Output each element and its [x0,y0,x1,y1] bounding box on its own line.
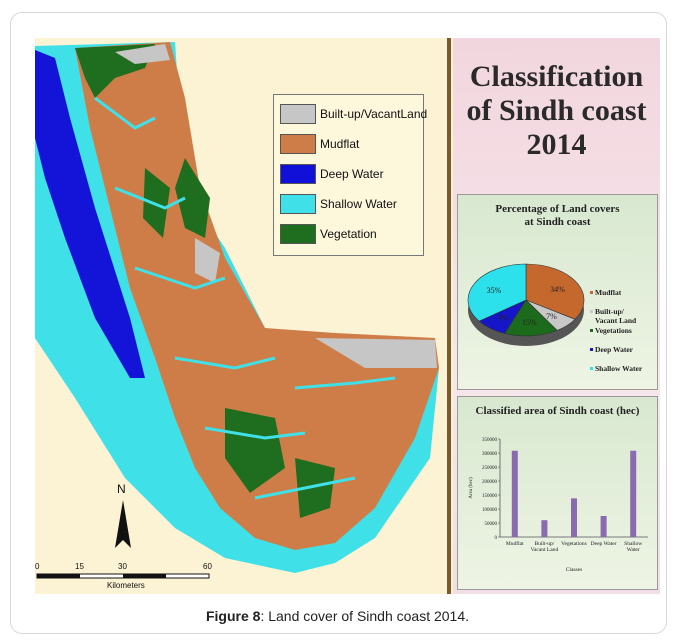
figure-title: Classification of Sindh coast 2014 [453,42,660,192]
vegetation-patch [175,158,210,238]
creek-lines [94,96,396,500]
scale-tick-0: 0 [35,562,40,571]
bar [600,516,607,537]
title-line: of Sindh coast [466,94,647,127]
pie-slice [467,263,527,322]
y-tick-label: 250000 [482,466,498,471]
y-tick-label: 350000 [482,438,498,443]
scale-tick-15: 15 [75,562,84,571]
x-axis-label: Classes [566,567,583,573]
bar-chart: 0 50000 100000 150000 200000 250000 300000 3500… [469,438,648,573]
legend-swatch [280,134,316,154]
map-legend: Built-up/VacantLand Mudflat Deep Water S… [273,94,427,256]
figure-caption: Figure 8: Land cover of Sindh coast 2014… [0,608,675,624]
pie-slice-label: 9% [499,314,510,323]
land-cover-map [35,42,439,579]
legend-swatch [280,164,316,184]
legend-label: Shallow Water [320,197,397,211]
pie-legend-swatch [590,310,593,313]
pie-slice-label: 35% [487,286,502,295]
legend-item: Vegetation [280,223,377,245]
caption-text: : Land cover of Sindh coast 2014. [260,608,470,624]
panel-divider [447,38,451,594]
pie-chart-box: Percentage of Land covers at Sindh coast… [457,194,658,390]
y-tick-label: 100000 [482,508,498,513]
pie-legend-label: Deep Water [595,345,634,354]
pie-legend-swatch [590,291,593,294]
y-tick-label: 0 [495,536,498,541]
x-tick-label: Deep Water [591,541,617,547]
pie-slice-label: 15% [522,318,537,327]
bar-title: Classified area of Sindh coast (hec) [475,405,640,417]
pie-legend-label: Mudflat [595,288,622,297]
bar-chart-box: Classified area of Sindh coast (hec) 0 50… [457,396,658,590]
pie-slice [504,299,558,337]
pie-legend-label: Shallow Water [595,364,643,373]
legend-item: Mudflat [280,133,359,155]
deep-water-area [35,50,145,378]
legend-item: Built-up/VacantLand [280,103,427,125]
legend-item: Shallow Water [280,193,397,215]
builtup-patch [315,338,437,368]
bar [511,450,518,537]
x-tick-label: Mudflat [506,540,524,547]
north-label: N [117,482,126,496]
vegetation-patch [295,458,335,518]
legend-label: Deep Water [320,167,384,181]
scale-tick-30: 30 [118,562,127,571]
pie-legend-swatch [590,367,593,370]
caption-bold: Figure 8 [205,608,261,624]
title-line: Classification [469,60,644,93]
builtup-patch [195,238,220,283]
pie-legend-swatch [590,329,593,332]
bar [571,498,577,537]
bar [630,450,637,537]
y-tick-label: 50000 [485,522,498,527]
y-tick-label: 200000 [482,480,498,485]
land-area [75,42,439,550]
bar [541,520,548,537]
north-arrow [115,500,131,548]
legend-label: Mudflat [320,137,360,151]
pie-legend-label: Vegetations [595,326,632,335]
legend-label: Vegetation [320,227,377,241]
scale-tick-60: 60 [203,562,212,571]
y-tick-label: 150000 [482,494,498,499]
legend-swatch [280,224,316,244]
pie-title-line: at Sindh coast [524,216,591,228]
legend-item: Deep Water [280,163,384,185]
pie-slice-label: 7% [546,312,557,321]
title-line: 2014 [526,128,587,161]
builtup-patch [115,44,170,64]
right-panel: Classification of Sindh coast 2014 Perce… [453,38,660,594]
legend-swatch [280,194,316,214]
figure-panel: N 0 15 30 60 Kilometers Built-up/VacantL… [35,38,660,594]
legend-swatch [280,104,316,124]
pie-slice-label: 34% [550,285,565,294]
legend-label: Built-up/VacantLand [320,107,428,121]
pie-title-line: Percentage of Land covers [495,203,620,215]
pie-legend-swatch [590,348,593,351]
scale-unit: Kilometers [107,581,145,590]
vegetation-patch [225,408,285,493]
y-axis-label: Area (hec) [469,477,474,499]
y-tick-label: 300000 [482,452,498,457]
x-tick-label: Vegetations [561,541,587,547]
pie-legend-label: Built-up/Vacant Land [595,307,637,325]
x-tick-label: Built-up/Vacant Land [531,541,559,553]
